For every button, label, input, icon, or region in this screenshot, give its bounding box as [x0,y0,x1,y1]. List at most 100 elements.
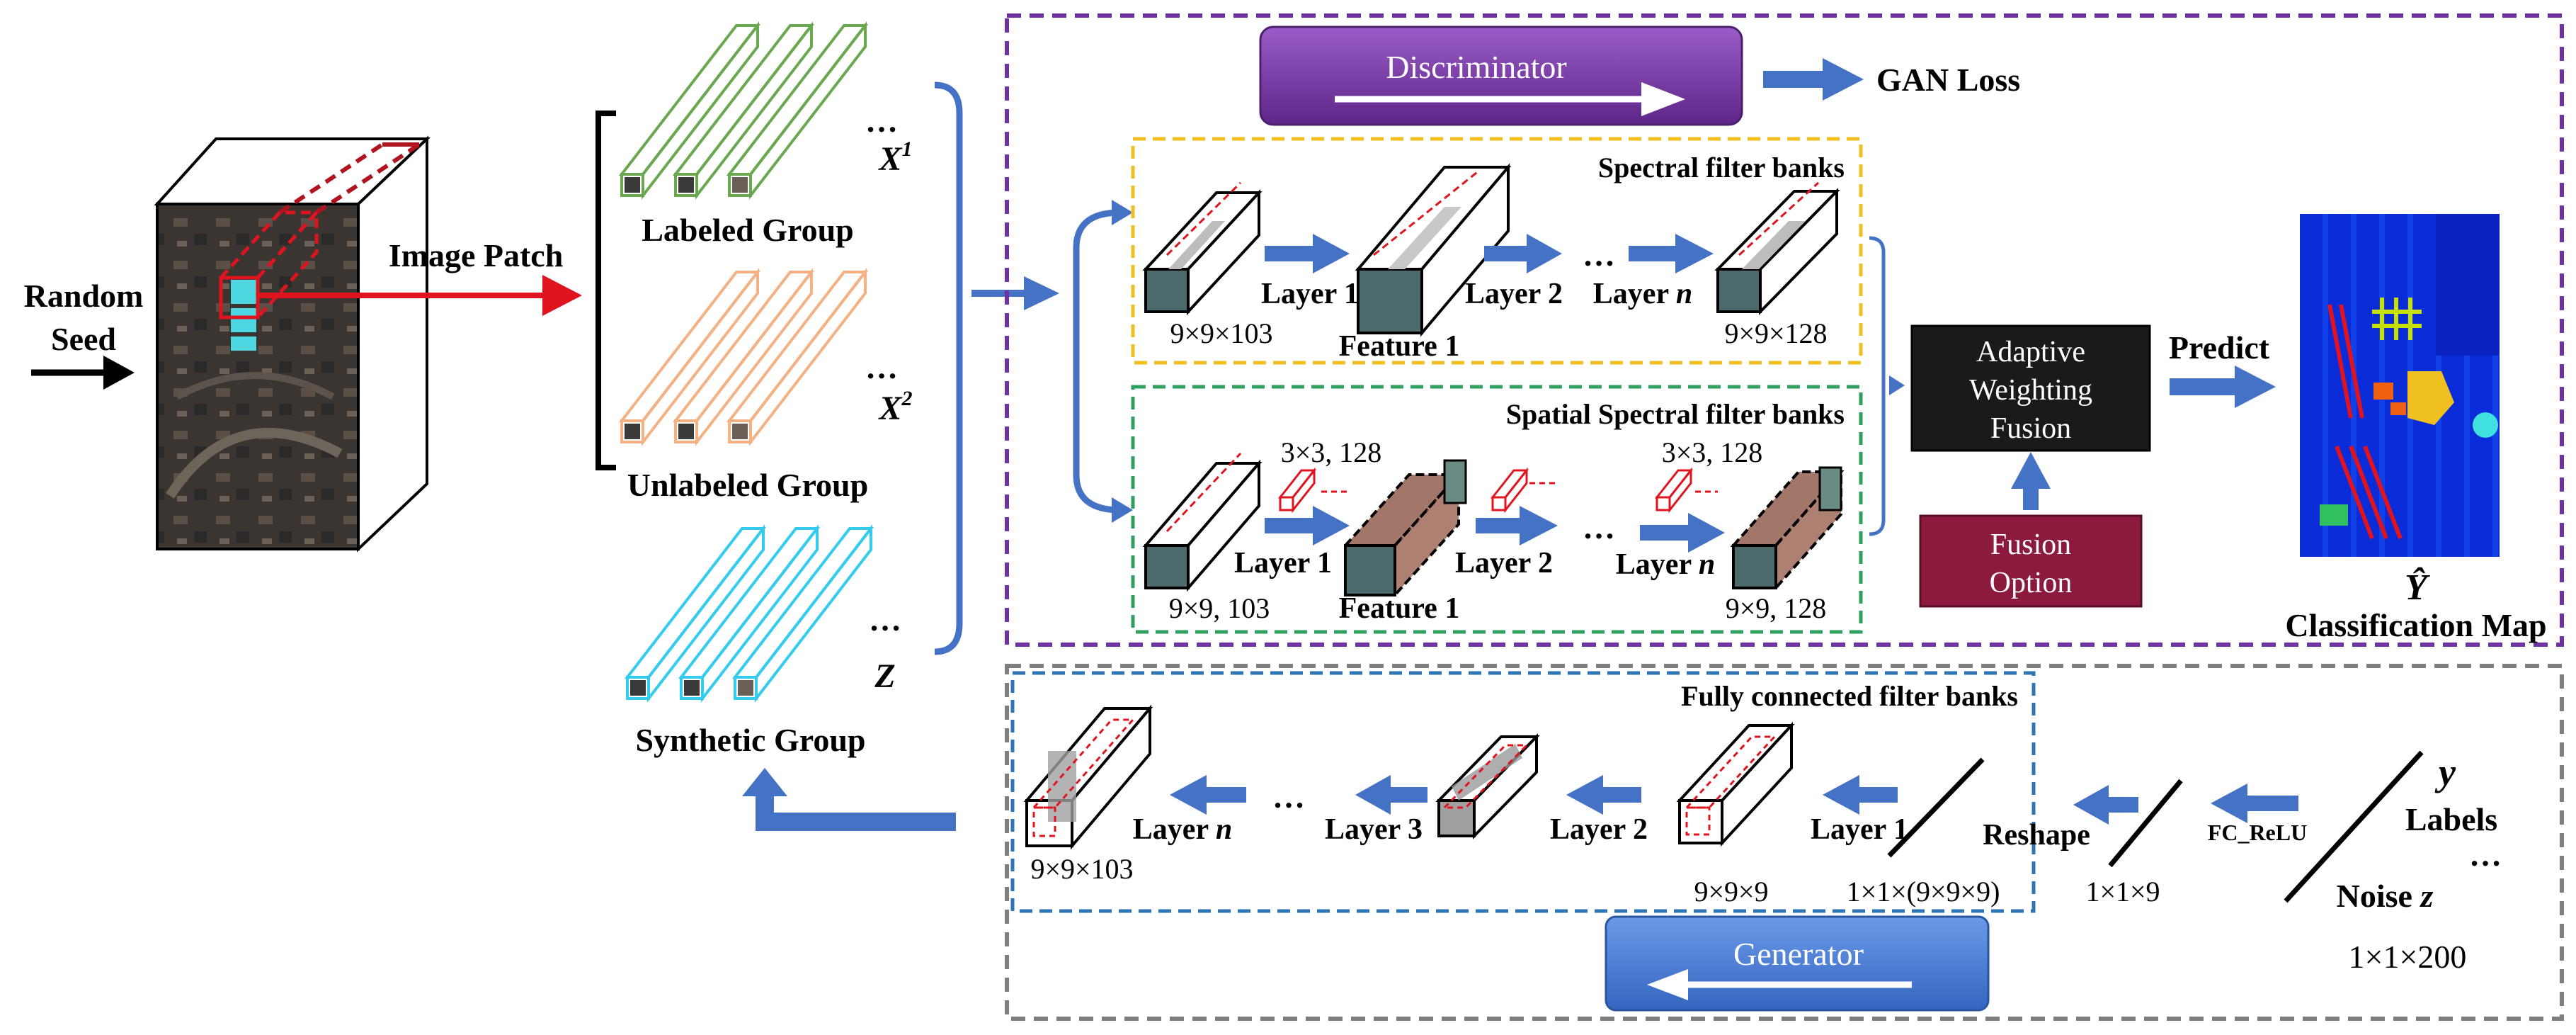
gen-y-symbol: y [2434,751,2456,793]
flat-vector-line [1887,757,1985,858]
gan-loss-arrow [1763,58,1864,101]
spectral-layer2-arrow [1484,234,1562,273]
gen-input-arrow [2211,784,2298,823]
spatial-layern-n: n [1699,548,1715,581]
fusion-option-line2: Option [1990,567,2073,599]
spectral-layer1-arrow [1265,234,1350,273]
gan-loss-label: GAN Loss [1876,62,2020,98]
image-patch-arrow [256,275,582,316]
spectral-ellipsis: … [1583,237,1615,273]
generator-output-prism [1023,704,1153,850]
spectral-layer2-label: Layer 2 [1465,278,1563,310]
synthetic-group-ellipsis: … [869,601,901,638]
spatial-kernel1-label: 3×3, 128 [1281,436,1382,468]
spatial-kernel2-icon [1490,467,1558,514]
random-seed-label: Random Seed [24,278,144,357]
spectral-layern-label: Layer n [1593,278,1692,310]
noise-vector-line [2284,750,2424,903]
labeled-group-var-letter: X [877,140,902,178]
discriminator-label: Discriminator [1386,49,1567,85]
gen-noise-z: z [2419,878,2433,914]
spatial-output-dim: 9×9, 128 [1726,592,1827,624]
adaptive-line3: Fusion [1990,412,2071,445]
unlabeled-group-var-letter: X [877,390,902,427]
labeled-group-prisms [618,21,869,200]
gen-layer1-label: Layer 1 [1811,813,1908,846]
generator-layer2-prism [1435,733,1540,839]
unlabeled-group-var-sup: 2 [901,387,913,410]
spectral-layern-word: Layer [1593,278,1676,310]
discriminator-button[interactable]: Discriminator [1259,26,1743,126]
hyperspectral-cube [154,135,431,553]
spectral-layern-arrow [1629,234,1714,273]
split-arrow-top [1112,200,1133,225]
gen-layern-word: Layer [1133,813,1216,846]
gen-noise-word: Noise [2337,878,2421,914]
gen-layern-n: n [1216,813,1232,846]
gen-fc-label: FC_ReLU [2208,820,2307,845]
spectral-layer1-label: Layer 1 [1261,278,1359,310]
gen-dim-999: 9×9×9 [1694,876,1768,907]
patch-highlight [219,276,260,351]
spectral-output-prism [1714,181,1840,315]
generator-label: Generator [1733,936,1864,972]
random-seed-line1: Random [24,278,144,314]
gen-labels-label: Labels [2405,801,2497,837]
spatial-title: Spatial Spectral filter banks [1506,398,1845,430]
spatial-layer2-label: Layer 2 [1455,547,1553,579]
gen-dim-119: 1×1×9 [2085,876,2160,907]
gen-layer2-label: Layer 2 [1550,813,1648,846]
groups-blue-bracket [934,81,963,655]
spatial-ellipsis: … [1583,509,1615,545]
synthetic-group-label: Synthetic Group [635,722,865,758]
adaptive-line2: Weighting [1969,374,2092,407]
spatial-layern-label: Layer n [1616,548,1715,581]
spectral-input-dim: 9×9×103 [1170,317,1272,349]
gen-dim-noise: 1×1×200 [2349,939,2467,975]
unlabeled-group-ellipsis: … [865,349,898,385]
spectral-output-dim: 9×9×128 [1724,317,1827,349]
synthetic-group-prisms [624,524,874,703]
discriminator-split-bracket [1073,209,1121,514]
generator-layer1-prism [1676,721,1795,847]
spatial-layer1-label: Layer 1 [1234,547,1332,579]
groups-bracket [595,111,616,470]
gen-layer2-arrow [1566,775,1641,815]
gen-layer1-arrow [1823,775,1898,815]
random-seed-arrow [31,356,135,390]
discriminator-region [1005,13,2564,647]
spectral-title: Spectral filter banks [1598,152,1845,183]
unlabeled-group-label: Unlabeled Group [627,467,868,503]
spectral-layern-n: n [1676,278,1692,310]
groups-to-discriminator-arrow [971,276,1059,310]
fully-connected-filter-banks-box [1010,671,2036,913]
generator-region [1005,664,2564,1021]
fusion-option-box[interactable]: Fusion Option [1919,514,2143,608]
gen-fc-arrow [2073,785,2138,825]
spatial-filter-banks-box [1131,385,1863,634]
generator-dim-out: 9×9×103 [1030,853,1133,885]
gen-layer3-label: Layer 3 [1325,813,1423,846]
fusion-option-arrow [2011,452,2051,510]
split-arrow-bottom [1112,497,1133,523]
synthetic-group-var: Z [874,657,895,695]
spectral-input-prism [1142,181,1263,316]
classification-map-label: Classification Map [2285,607,2546,643]
spatial-input-dim: 9×9, 103 [1169,592,1270,624]
generator-button[interactable]: Generator [1605,915,1990,1012]
gen-layer3-arrow [1355,775,1427,815]
latent-vector-line [2108,779,2183,868]
gen-layern-label: Layer n [1133,813,1232,846]
spatial-layern-arrow [1640,513,1725,553]
classification-map-symbol: Ŷ [2405,567,2430,608]
classification-map [2300,214,2500,557]
unlabeled-group-prisms [618,268,869,446]
spatial-feature-prism [1342,459,1467,599]
spatial-input-prism [1142,452,1263,592]
spatial-layer2-arrow [1476,506,1558,545]
spatial-kernel3-icon [1654,467,1718,514]
gen-dim-flat: 1×1×(9×9×9) [1847,876,2000,907]
generator-title: Fully connected filter banks [1681,680,2018,712]
fusion-input-arrow [1889,375,1905,395]
